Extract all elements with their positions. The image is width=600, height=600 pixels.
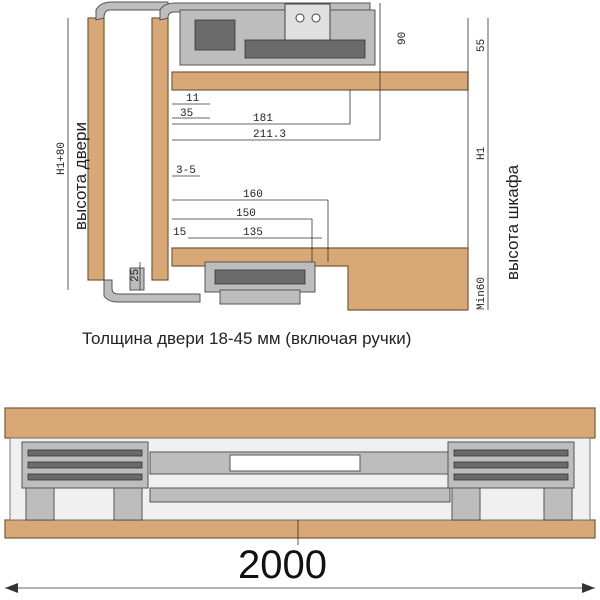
- dim-11: 11: [186, 93, 200, 105]
- label-door-height: высота двери: [71, 122, 90, 230]
- dim-135: 135: [243, 227, 263, 239]
- top-mech-bolt-2: [311, 13, 321, 23]
- top-mech-part-1: [194, 19, 236, 51]
- dim-55: 55: [476, 39, 488, 52]
- side-section-view: 90 55 11 35 181 211.3 3-5 160 150 15 135…: [56, 1, 522, 348]
- label-cabinet-height: высота шкафа: [503, 164, 522, 280]
- right-carriage-stripe-1: [453, 449, 569, 457]
- top-mech-rail: [244, 39, 366, 59]
- dim-35: 35: [180, 108, 193, 120]
- lower-rail: [149, 487, 451, 503]
- top-profile-outer: [95, 1, 169, 21]
- caption-door-thickness: Толщина двери 18-45 мм (включая ручки): [82, 329, 411, 348]
- bottom-profile: [103, 279, 201, 303]
- dim-25: 25: [130, 269, 142, 282]
- left-foot-2: [113, 487, 143, 521]
- dim-90: 90: [397, 32, 409, 45]
- front-bottom-board: [4, 519, 596, 539]
- label-min60: Min60: [476, 277, 488, 310]
- left-foot-1: [25, 487, 55, 521]
- bottom-mech-rail: [214, 269, 306, 285]
- label-h1: H1: [476, 146, 488, 160]
- dim-181: 181: [253, 113, 273, 125]
- left-carriage-stripe-2: [27, 461, 143, 469]
- left-carriage-stripe-3: [27, 473, 143, 481]
- bottom-guide: [129, 267, 145, 291]
- right-carriage-stripe-3: [453, 473, 569, 481]
- bottom-mech-base: [219, 289, 301, 305]
- dim-15: 15: [173, 227, 186, 239]
- central-rail-slot: [229, 454, 361, 472]
- dim-3-5: 3-5: [176, 165, 196, 177]
- width-arrow-left: [5, 583, 18, 593]
- door-panel-inner: [151, 17, 169, 281]
- width-arrow-right: [582, 583, 595, 593]
- overall-width-label: 2000: [238, 543, 327, 587]
- right-carriage-stripe-2: [453, 461, 569, 469]
- dim-211-3: 211.3: [253, 129, 286, 141]
- label-h1-plus-80: H1+80: [56, 142, 68, 175]
- right-foot-2: [543, 487, 573, 521]
- top-mech-plate: [284, 3, 331, 43]
- dim-150: 150: [236, 208, 256, 220]
- cabinet-top-board: [171, 71, 469, 91]
- dim-160: 160: [243, 189, 263, 201]
- top-mech-bolt-1: [295, 13, 305, 23]
- door-panel-outer: [87, 17, 105, 281]
- right-foot-1: [451, 487, 481, 521]
- front-top-board: [4, 407, 596, 439]
- front-view: 2000: [4, 407, 596, 593]
- left-carriage-stripe-1: [27, 449, 143, 457]
